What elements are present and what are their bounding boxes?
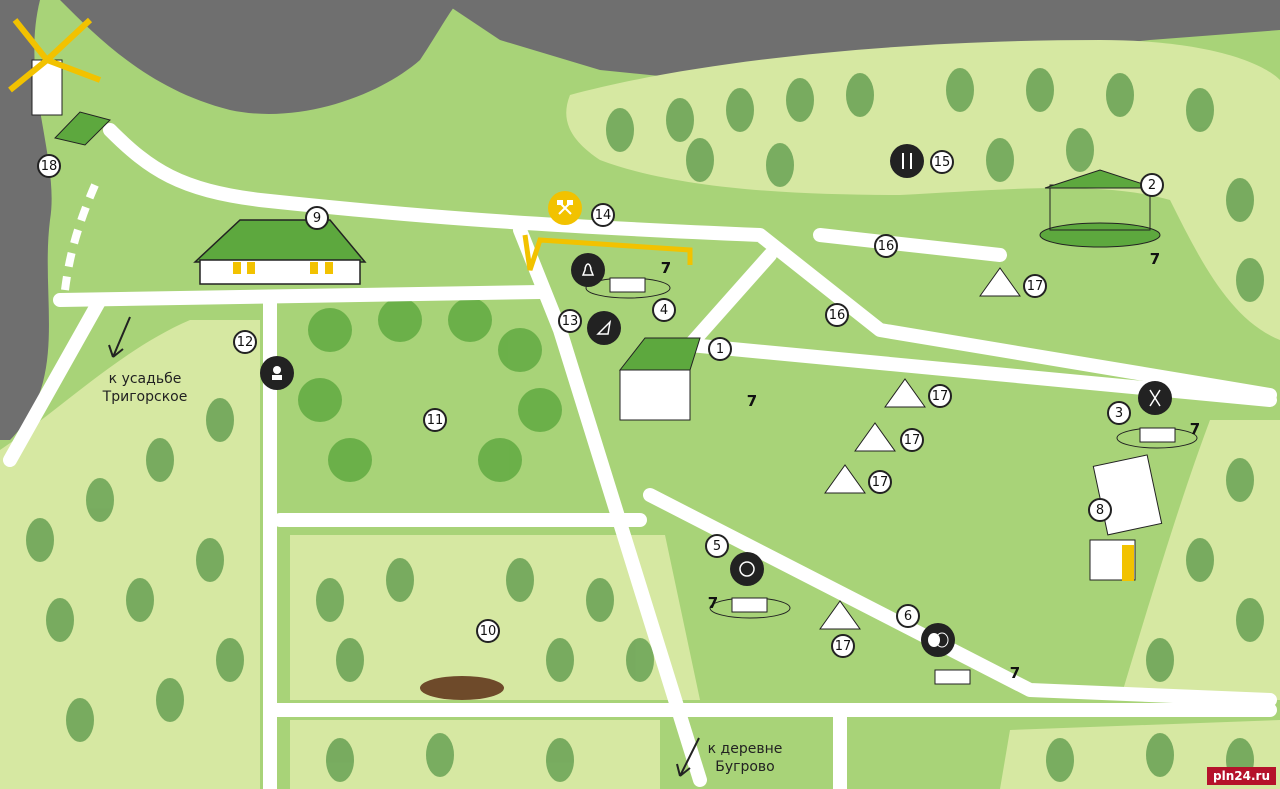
marker-8[interactable]: 8 [1088,498,1112,522]
direction-trigorskoe: к усадьбе Тригорское [95,316,195,406]
yellow-fence [522,234,693,271]
marker-17[interactable]: 17 [868,470,892,494]
marker-17[interactable]: 17 [1023,274,1047,298]
label-7: 7 [1149,250,1161,268]
direction-trigorskoe-line2: Тригорское [102,389,188,405]
marker-17[interactable]: 17 [831,634,855,658]
label-7: 7 [707,594,719,612]
marker-17[interactable]: 17 [900,428,924,452]
direction-bugrovo-line2: Бугрово [715,759,775,775]
label-7: 7 [746,392,758,410]
platforms [585,277,1198,685]
river-bend [0,0,460,114]
marker-14[interactable]: 14 [591,203,615,227]
theater-masks-icon[interactable] [921,623,955,657]
shed [54,111,111,146]
marker-9[interactable]: 9 [305,206,329,230]
marker-10[interactable]: 10 [476,619,500,643]
marker-18[interactable]: 18 [37,154,61,178]
portrait-icon[interactable] [730,552,764,586]
marker-15[interactable]: 15 [930,150,954,174]
mud-pit [420,676,504,700]
forest-west [0,320,260,789]
direction-bugrovo-line1: к деревне [707,741,783,757]
tents [819,267,1021,630]
marker-2[interactable]: 2 [1140,173,1164,197]
watermark: pln24.ru [1207,767,1276,785]
marker-1[interactable]: 1 [708,337,732,361]
marker-16[interactable]: 16 [874,234,898,258]
arrow-down-left-icon [108,316,131,358]
marker-6[interactable]: 6 [896,604,920,628]
marker-12[interactable]: 12 [233,330,257,354]
grove [298,298,562,482]
utensils-icon[interactable] [890,144,924,178]
marker-3[interactable]: 3 [1107,401,1131,425]
arrow-down-left-icon [676,737,700,777]
dashed-trail [61,183,99,291]
direction-trigorskoe-line1: к усадьбе [108,371,182,387]
marker-11[interactable]: 11 [423,408,447,432]
marker-17[interactable]: 17 [928,384,952,408]
marker-5[interactable]: 5 [705,534,729,558]
direction-bugrovo: к деревне Бугрово [676,737,790,777]
marker-4[interactable]: 4 [652,298,676,322]
bust-icon[interactable] [260,356,294,390]
label-7: 7 [660,259,672,277]
marker-13[interactable]: 13 [558,309,582,333]
windmill [8,17,102,116]
wheat-icon[interactable] [1138,381,1172,415]
harp-icon[interactable] [587,311,621,345]
pavilion [1039,169,1161,248]
forest-texture [26,68,1264,782]
axe-icon[interactable] [548,191,582,225]
label-7: 7 [1009,664,1021,682]
manor-house [193,219,367,285]
label-7: 7 [1189,420,1201,438]
main-stage [618,337,701,421]
bell-icon[interactable] [571,253,605,287]
river-top [440,0,1280,80]
marker-16[interactable]: 16 [825,303,849,327]
